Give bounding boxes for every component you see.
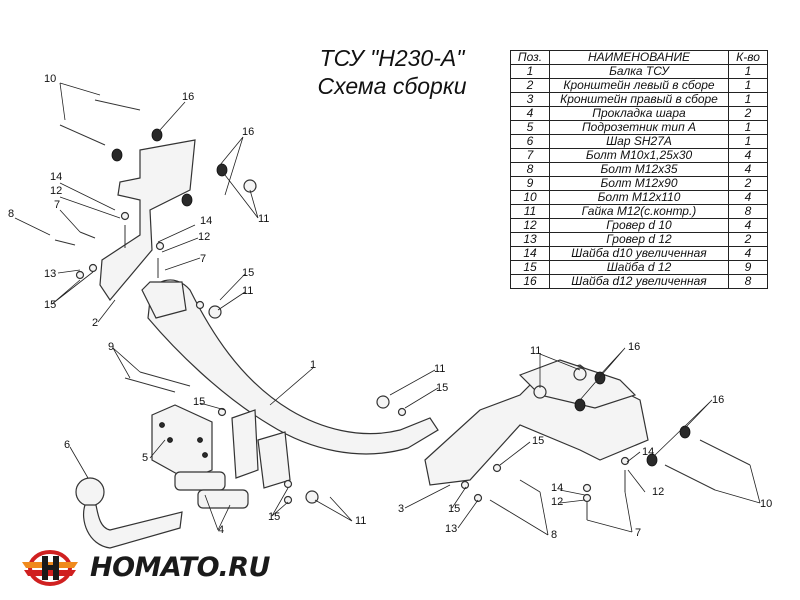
callout-label: 11	[530, 345, 541, 357]
callout-label: 10	[44, 73, 56, 85]
callout-label: 14	[50, 171, 62, 183]
table-header-row: Поз. НАИМЕНОВАНИЕ К-во	[510, 50, 768, 65]
socket-plate	[151, 404, 213, 481]
callout-label: 7	[54, 199, 60, 211]
callout-label: 11	[434, 363, 445, 375]
cell-name: Шайба d12 увеличенная	[549, 274, 729, 289]
callout-label: 11	[355, 515, 366, 527]
cell-name: Болт М12х90	[549, 176, 729, 191]
ball-mount-plates	[231, 409, 291, 489]
callout-label: 8	[8, 208, 14, 220]
cell-qty: 8	[728, 274, 768, 289]
tow-bar-beam	[141, 279, 439, 455]
callout-label: 12	[551, 496, 563, 508]
callout-label: 13	[445, 523, 457, 535]
cell-qty: 4	[728, 246, 768, 261]
callout-label: 15	[532, 435, 544, 447]
callout-label: 7	[635, 527, 641, 539]
callout-label: 14	[200, 215, 212, 227]
cell-name: Шар SH27A	[549, 134, 729, 149]
cell-name: Подрозетник тип А	[549, 120, 729, 135]
cell-qty: 1	[728, 120, 768, 135]
cell-pos: 16	[510, 274, 550, 289]
cell-pos: 11	[510, 204, 550, 219]
diagram-title: ТСУ "Н230-А" Схема сборки	[292, 44, 492, 100]
callout-label: 16	[182, 91, 194, 103]
tow-ball	[75, 477, 183, 549]
callout-label: 15	[448, 503, 460, 515]
cell-name: Болт М12х110	[549, 190, 729, 205]
left-bracket	[99, 139, 196, 301]
callout-label: 1	[310, 359, 316, 371]
callout-label: 7	[200, 253, 206, 265]
callout-label: 3	[398, 503, 404, 515]
callout-label: 12	[198, 231, 210, 243]
callout-label: 6	[64, 439, 70, 451]
callout-label: 12	[50, 185, 62, 197]
callout-label: 5	[142, 452, 148, 464]
logo-emblem-icon	[22, 550, 78, 586]
logo-text: HOMATO.RU	[90, 552, 270, 583]
bolts	[54, 99, 751, 520]
leader-lines	[14, 82, 761, 536]
right-bracket	[424, 359, 649, 486]
callout-label: 15	[44, 299, 56, 311]
callout-label: 11	[242, 285, 253, 297]
callout-label: 9	[108, 341, 114, 353]
cell-name: Кронштейн левый в сборе	[549, 78, 729, 93]
callout-label: 15	[268, 511, 280, 523]
title-line-2: Схема сборки	[317, 73, 467, 99]
callout-label: 16	[242, 126, 254, 138]
callout-label: 15	[193, 396, 205, 408]
callout-label: 4	[218, 524, 224, 536]
callout-label: 15	[436, 382, 448, 394]
callout-label: 2	[92, 317, 98, 329]
callout-label: 14	[551, 482, 563, 494]
title-line-1: ТСУ "Н230-А"	[319, 45, 465, 71]
callout-label: 16	[628, 341, 640, 353]
nuts-and-washers	[75, 128, 691, 505]
callout-label: 13	[44, 268, 56, 280]
callout-label: 16	[712, 394, 724, 406]
ball-gaskets	[174, 471, 249, 509]
callout-label: 15	[242, 267, 254, 279]
header-pos: Поз.	[510, 50, 550, 65]
callout-label: 14	[642, 446, 654, 458]
callout-label: 12	[652, 486, 664, 498]
homato-logo: HOMATO.RU	[20, 548, 270, 588]
callout-label: 8	[551, 529, 557, 541]
callout-label: 11	[258, 213, 269, 225]
callout-label: 10	[760, 498, 772, 510]
cell-name: Прокладка шара	[549, 106, 729, 121]
